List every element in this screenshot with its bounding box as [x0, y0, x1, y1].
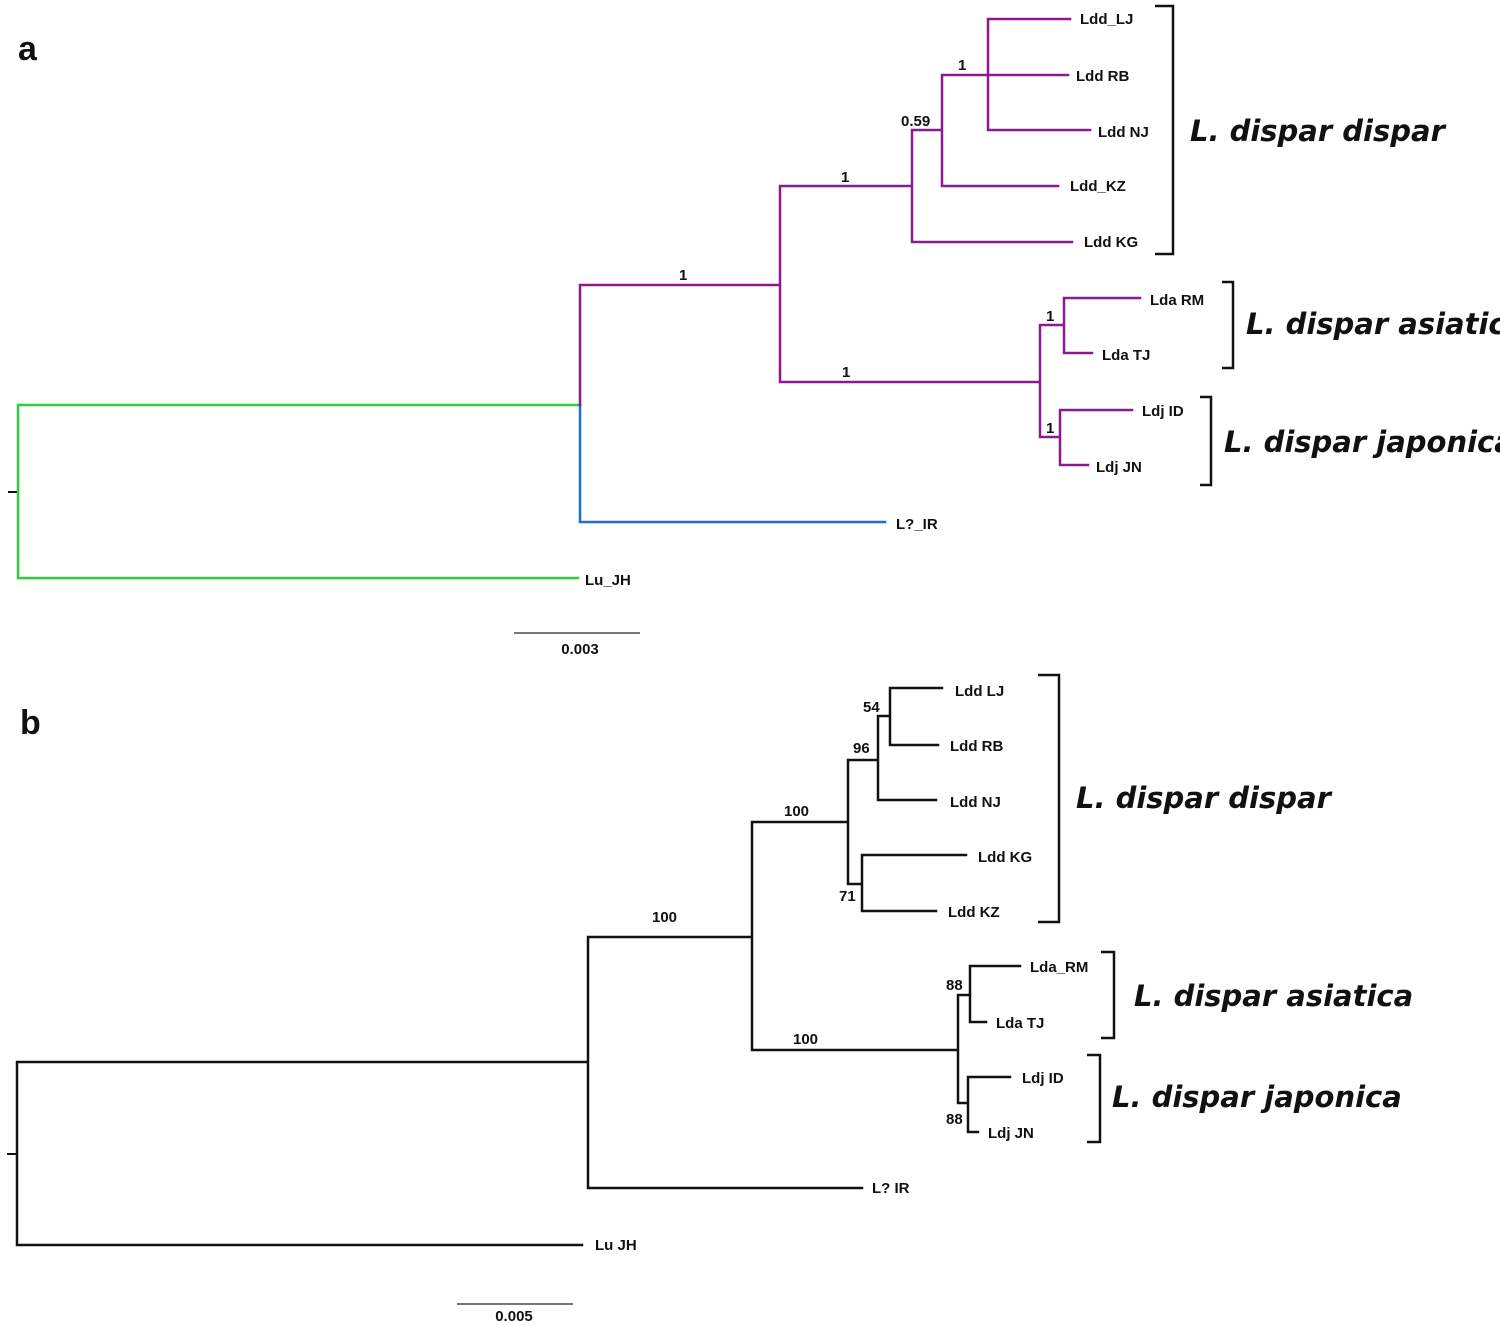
panel-b-clade-asiatica: L. dispar asiatica: [1134, 979, 1413, 1013]
panel-a-support-asiatica: 1: [1046, 308, 1054, 325]
panel-b-leaf-lda-tj: Lda TJ: [996, 1015, 1044, 1032]
panel-b-leaf-ldd-rb: Ldd RB: [950, 738, 1003, 755]
panel-a-leaf-ldd-nj: Ldd NJ: [1098, 124, 1149, 141]
panel-a-leaf-ldj-id: Ldj ID: [1142, 403, 1184, 420]
panel-a-leaf-ldd-lj: Ldd_LJ: [1080, 11, 1133, 28]
panel-a-leaf-lu-jh: Lu_JH: [585, 572, 631, 589]
panel-a-root-branch: [16, 403, 582, 580]
panel-b-leaf-ldd-kz: Ldd KZ: [948, 904, 1000, 921]
panel-b-leaf-ldd-kg: Ldd KG: [978, 849, 1032, 866]
panel-b-letter: b: [20, 704, 41, 742]
panel-b-leaf-ldj-jn: Ldj JN: [988, 1125, 1034, 1142]
panel-b-clade-dispar: L. dispar dispar: [1076, 781, 1333, 815]
panel-b-clade-japonica: L. dispar japonica: [1112, 1080, 1402, 1114]
panel-b-leaf-ldj-id: Ldj ID: [1022, 1070, 1064, 1087]
panel-b-bracket-dispar: [1038, 673, 1061, 924]
panel-a-bracket-dispar: [1155, 4, 1175, 256]
panel-a-support-dispar: 1: [841, 169, 849, 186]
panel-b-leaf-lda-rm: Lda_RM: [1030, 959, 1088, 976]
panel-b-leaf-lu-jh: Lu JH: [595, 1237, 637, 1254]
panel-a-support-japonica: 1: [1046, 420, 1054, 437]
panel-a-bracket-asiatica: [1222, 280, 1235, 370]
panel-b-support-asiatica-japonica: 100: [793, 1031, 818, 1048]
panel-b-support-dispar: 100: [784, 803, 809, 820]
panel-b-support-asiatica: 88: [946, 977, 963, 994]
panel-a-leaf-ldd-kg: Ldd KG: [1084, 234, 1138, 251]
panel-b-bracket-asiatica: [1101, 950, 1116, 1040]
panel-b-leaf-l-ir: L? IR: [872, 1180, 910, 1197]
panel-a-leaf-ldd-rb: Ldd RB: [1076, 68, 1129, 85]
panel-a-leaf-lda-rm: Lda RM: [1150, 292, 1204, 309]
panel-a-bracket-japonica: [1200, 395, 1213, 487]
panel-a-leaf-l-ir: L?_IR: [896, 516, 938, 533]
panel-a-support-asiatica-japonica: 1: [842, 364, 850, 381]
panel-a-leaf-ldd-kz: Ldd_KZ: [1070, 178, 1126, 195]
panel-b-bracket-japonica: [1087, 1053, 1102, 1144]
panel-a-clade-asiatica: L. dispar asiatica: [1246, 307, 1500, 341]
panel-b-support-ingroup: 100: [652, 909, 677, 926]
panel-b-branches: [15, 686, 1022, 1247]
panel-a-support-lj-rb-nj: 1: [958, 57, 966, 74]
panel-a-clade-japonica: L. dispar japonica: [1224, 425, 1500, 459]
panel-a-ir-branch: [578, 403, 887, 524]
panel-a-scale-label: 0.003: [561, 641, 599, 658]
panel-a-letter: a: [18, 30, 38, 68]
panel-a-ingroup-branches: [578, 17, 1142, 467]
panel-b-leaf-ldd-lj: Ldd LJ: [955, 683, 1004, 700]
panel-a: a Ldd_LJ Ldd RB Ldd NJ Ldd_KZ Ldd KG Lda…: [8, 4, 1500, 658]
panel-a-leaf-lda-tj: Lda TJ: [1102, 347, 1150, 364]
panel-b-support-japonica: 88: [946, 1111, 963, 1128]
panel-b-support-lj-rb: 54: [863, 699, 880, 716]
panel-b-scale-label: 0.005: [495, 1308, 533, 1325]
panel-b: b Ldd LJ Ldd RB Ldd NJ Ldd KG Ldd KZ Lda…: [7, 673, 1413, 1325]
panel-a-clade-dispar: L. dispar dispar: [1190, 114, 1447, 148]
panel-b-support-lj-rb-nj: 96: [853, 740, 870, 757]
panel-b-leaf-ldd-nj: Ldd NJ: [950, 794, 1001, 811]
panel-a-support-dispar-sub: 0.59: [901, 113, 930, 130]
panel-a-support-ingroup: 1: [679, 267, 687, 284]
panel-a-leaf-ldj-jn: Ldj JN: [1096, 459, 1142, 476]
panel-b-support-kg-kz: 71: [839, 888, 856, 905]
